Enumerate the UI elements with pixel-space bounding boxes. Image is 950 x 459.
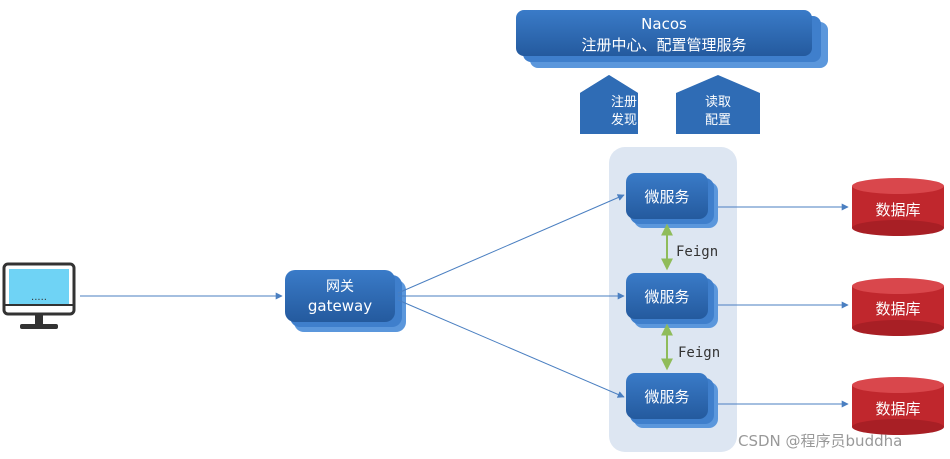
gateway-box: 网关 gateway xyxy=(285,270,406,332)
database-label-1: 数据库 xyxy=(875,201,920,219)
client-computer-icon: ..... xyxy=(2,262,76,329)
register-label-2: 发现 xyxy=(611,112,637,128)
nacos-box: Nacos 注册中心、配置管理服务 xyxy=(516,10,828,68)
read-config-arrow: 读取 配置 xyxy=(676,75,760,134)
gateway-label-cn: 网关 xyxy=(326,279,354,295)
feign-label-2: Feign xyxy=(678,345,720,361)
database-cylinder-1: 数据库 xyxy=(852,178,944,236)
microservice-label-3: 微服务 xyxy=(644,388,689,406)
gateway-service1-connector xyxy=(397,194,625,294)
register-discover-arrow: 注册 发现 xyxy=(580,75,638,134)
gateway-service3-connector xyxy=(397,299,625,398)
gateway-label-en: gateway xyxy=(308,297,372,315)
register-label-1: 注册 xyxy=(611,95,637,110)
config-label-2: 配置 xyxy=(705,113,731,128)
database-cylinder-3: 数据库 xyxy=(852,377,944,435)
nacos-title: Nacos xyxy=(641,15,687,33)
config-label-1: 读取 xyxy=(705,95,731,110)
microservice-box-1: 微服务 xyxy=(626,173,718,228)
microservice-label-1: 微服务 xyxy=(644,188,689,206)
watermark-text: CSDN @程序员buddha xyxy=(738,432,902,450)
client-screen-text: ..... xyxy=(31,292,47,303)
microservice-label-2: 微服务 xyxy=(644,288,689,306)
nacos-subtitle: 注册中心、配置管理服务 xyxy=(581,36,746,54)
microservice-box-3: 微服务 xyxy=(626,373,718,428)
feign-label-1: Feign xyxy=(676,244,718,260)
database-cylinder-2: 数据库 xyxy=(852,278,944,336)
database-label-3: 数据库 xyxy=(875,400,920,418)
microservice-box-2: 微服务 xyxy=(626,273,718,328)
database-label-2: 数据库 xyxy=(875,300,920,318)
